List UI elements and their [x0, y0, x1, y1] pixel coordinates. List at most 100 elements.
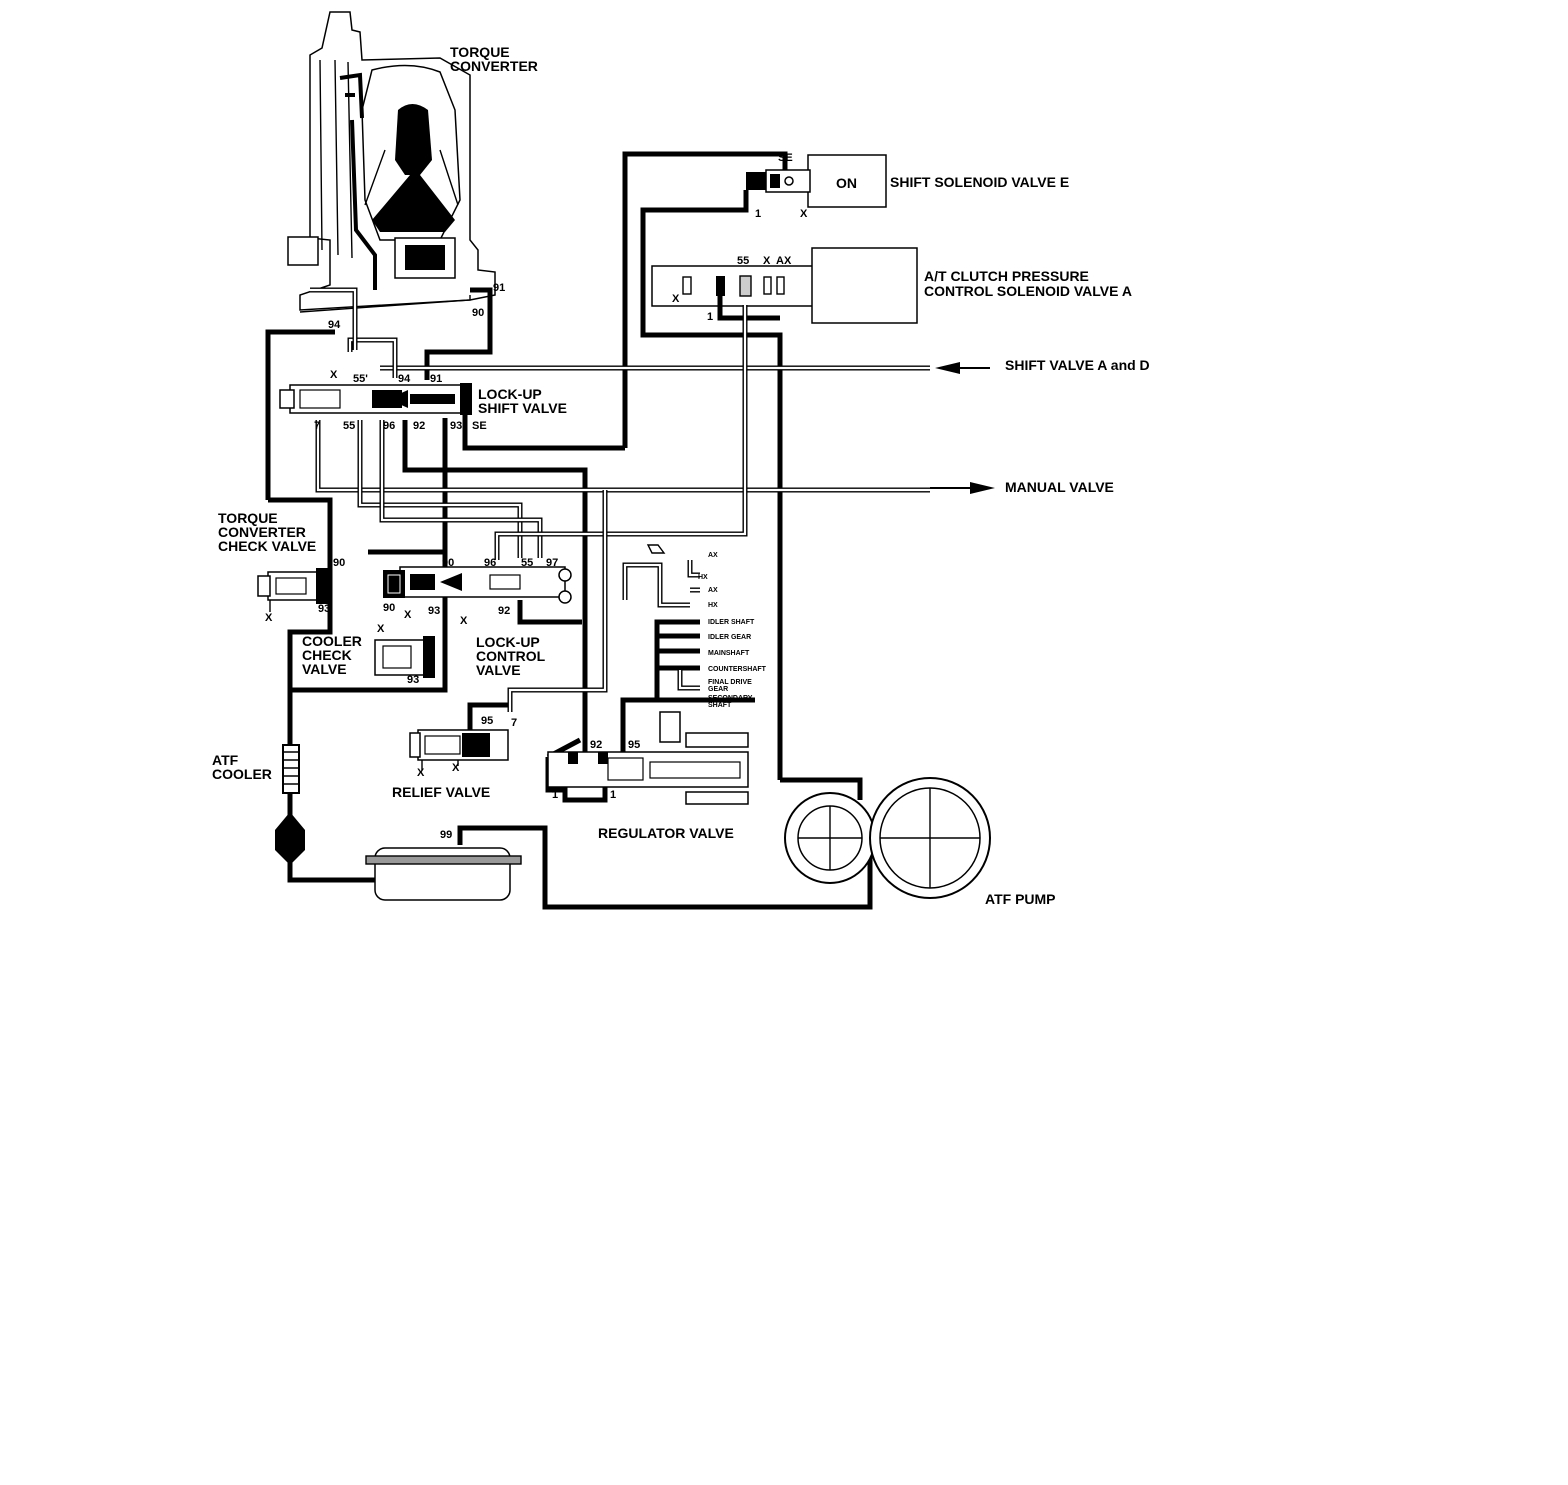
port-reg-95: 95	[628, 739, 640, 751]
port-sola-55: 55	[737, 255, 749, 267]
port-lsv-55p: 55'	[353, 373, 368, 385]
manual-valve-label: MANUAL VALVE	[1005, 479, 1114, 495]
cooler-check-valve	[374, 636, 435, 678]
signal-lines	[310, 287, 930, 712]
lube-mainshaft: MAINSHAFT	[708, 650, 750, 657]
lube-idler-gear: IDLER GEAR	[708, 634, 751, 641]
lube-secondary: SECONDARY	[708, 695, 753, 702]
tc-check-label-1: TORQUE	[218, 510, 278, 526]
port-lsv-91: 91	[430, 373, 442, 385]
port-tcc-93: 93	[318, 603, 330, 615]
filter-icon	[275, 812, 305, 865]
atf-cooler-label-2: COOLER	[212, 766, 272, 782]
port-tc-94: 94	[328, 319, 341, 331]
port-rv-x2: X	[452, 762, 460, 774]
solenoid-e-body	[807, 154, 887, 208]
port-lcv-90b: 90	[383, 602, 395, 614]
port-lcv-x2: X	[460, 615, 468, 627]
port-tcc-90: 90	[333, 557, 345, 569]
port-sola-1: 1	[707, 311, 713, 323]
direction-arrows	[930, 362, 995, 494]
lube-ax-2: AX	[708, 587, 718, 594]
cooler-check-label-2: CHECK	[302, 647, 352, 663]
port-lsv-7: 7	[314, 420, 320, 432]
arrow-left-icon	[388, 390, 408, 408]
port-rv-7: 7	[511, 717, 517, 729]
lockup-shift-label-1: LOCK-UP	[478, 386, 542, 402]
port-se-1: 1	[755, 208, 761, 220]
clutch-pressure-solenoid-a	[651, 247, 918, 324]
atf-reservoir	[365, 847, 522, 901]
port-sola-x2: X	[672, 293, 680, 305]
arrow-right-icon	[970, 482, 995, 494]
torque-converter-label-1: TORQUE	[450, 44, 510, 60]
port-lsv-94: 94	[398, 373, 411, 385]
port-rv-x: X	[417, 767, 425, 779]
tc-check-valve	[257, 568, 328, 612]
port-tc-90: 90	[472, 307, 484, 319]
atf-pump	[784, 777, 991, 899]
arrow-left-icon	[935, 362, 960, 374]
port-lcv-90: 90	[442, 557, 454, 569]
lube-final-drive: FINAL DRIVE	[708, 679, 752, 686]
port-ccv-93: 93	[407, 674, 419, 686]
port-tcc-x: X	[265, 612, 273, 624]
solenoid-e-state: ON	[836, 175, 857, 191]
port-rv-95: 95	[481, 715, 493, 727]
cooler-check-label-1: COOLER	[302, 633, 362, 649]
port-reg-92: 92	[590, 739, 602, 751]
lube-idler-shaft: IDLER SHAFT	[708, 619, 755, 626]
cooler-check-label-3: VALVE	[302, 661, 347, 677]
shift-valve-a-d-label: SHIFT VALVE A and D	[1005, 357, 1150, 373]
port-lcv-96: 96	[484, 557, 496, 569]
lube-hx-2: HX	[708, 602, 718, 609]
port-lcv-92: 92	[498, 605, 510, 617]
port-lcv-x: X	[404, 609, 412, 621]
regulator-valve-label: REGULATOR VALVE	[598, 825, 734, 841]
lube-shaft: SHAFT	[708, 702, 732, 709]
torque-converter	[287, 11, 496, 313]
port-lsv-x: X	[330, 369, 338, 381]
port-reg-1b: 1	[610, 789, 616, 801]
atf-cooler-label-1: ATF	[212, 752, 239, 768]
port-99: 99	[440, 829, 452, 841]
atf-cooler	[282, 744, 300, 794]
port-lsv-93: 93	[450, 420, 462, 432]
lube-ax-1: AX	[708, 552, 718, 559]
port-reg-1: 1	[552, 789, 558, 801]
solenoid-a-label-1: A/T CLUTCH PRESSURE	[924, 268, 1089, 284]
port-lcv-97: 97	[546, 557, 558, 569]
port-lsv-se: SE	[472, 420, 487, 432]
arrow-left-icon	[440, 573, 462, 591]
lube-gear: GEAR	[708, 686, 728, 693]
lockup-control-valve	[383, 566, 572, 604]
port-lcv-55: 55	[521, 557, 533, 569]
lockup-control-label-3: VALVE	[476, 662, 521, 678]
lockup-shift-label-2: SHIFT VALVE	[478, 400, 567, 416]
port-ccv-x: X	[377, 623, 385, 635]
tc-check-label-2: CONVERTER	[218, 524, 306, 540]
shift-solenoid-e-label: SHIFT SOLENOID VALVE E	[890, 174, 1069, 190]
lockup-control-label-1: LOCK-UP	[476, 634, 540, 650]
tc-check-label-3: CHECK VALVE	[218, 538, 316, 554]
relief-valve	[409, 729, 509, 770]
port-sola-ax: AX	[776, 255, 792, 267]
port-lsv-55: 55	[343, 420, 355, 432]
lube-hx-1: HX	[698, 574, 708, 581]
regulator-valve	[547, 711, 749, 805]
atf-pump-label: ATF PUMP	[985, 891, 1056, 907]
lube-countershaft: COUNTERSHAFT	[708, 666, 767, 673]
relief-valve-label: RELIEF VALVE	[392, 784, 490, 800]
solenoid-a-label-2: CONTROL SOLENOID VALVE A	[924, 283, 1132, 299]
port-lcv-93: 93	[428, 605, 440, 617]
port-lsv-96: 96	[383, 420, 395, 432]
lockup-shift-valve	[279, 383, 472, 415]
port-sola-x: X	[763, 255, 771, 267]
torque-converter-label-2: CONVERTER	[450, 58, 538, 74]
lockup-control-label-2: CONTROL	[476, 648, 546, 664]
port-tc-91: 91	[493, 282, 505, 294]
port-lsv-92: 92	[413, 420, 425, 432]
port-se-x: X	[800, 208, 808, 220]
